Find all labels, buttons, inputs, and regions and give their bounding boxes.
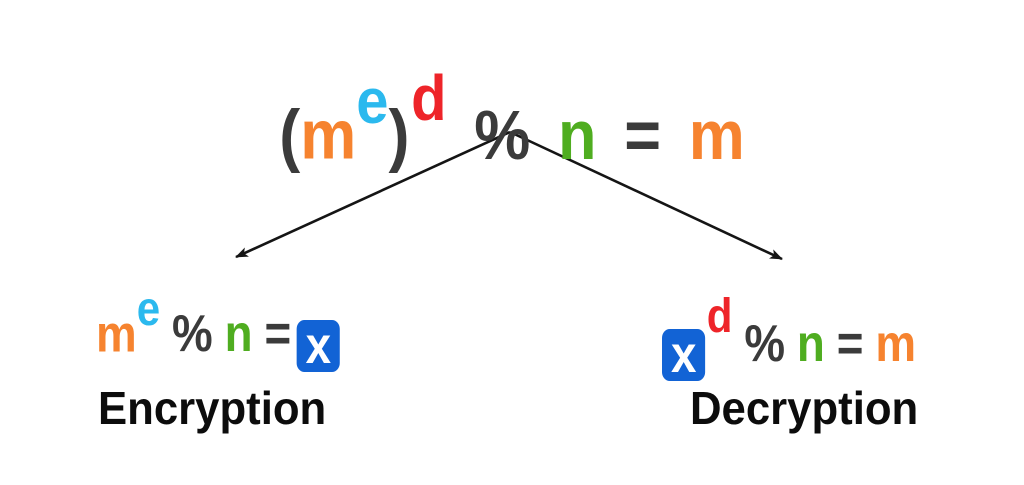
modulo-operator: % bbox=[474, 95, 531, 174]
close-paren: ) bbox=[388, 95, 410, 174]
open-paren: ( bbox=[279, 95, 301, 174]
top-formula: (me)d%n=m bbox=[279, 66, 745, 170]
modulo-operator: % bbox=[172, 305, 213, 364]
modulus-n: n bbox=[796, 314, 825, 373]
message-m: m bbox=[688, 95, 745, 174]
equals-sign: = bbox=[624, 95, 662, 174]
encryption-label: Encryption bbox=[98, 382, 327, 434]
ciphertext-x-box: x bbox=[296, 319, 341, 372]
encryption-formula: me%n=x bbox=[96, 283, 341, 372]
public-exponent-e: e bbox=[136, 283, 161, 336]
equals-sign: = bbox=[836, 314, 864, 373]
right-arrow bbox=[509, 130, 783, 261]
private-exponent-d: d bbox=[411, 62, 447, 134]
message-m: m bbox=[875, 314, 917, 373]
private-exponent-d: d bbox=[706, 290, 733, 343]
decryption-formula: xd%n=m bbox=[662, 290, 917, 382]
modulo-operator: % bbox=[744, 314, 786, 373]
equals-sign: = bbox=[264, 305, 292, 364]
left-arrow bbox=[235, 130, 511, 259]
modulus-n: n bbox=[224, 305, 253, 364]
message-m: m bbox=[96, 305, 137, 364]
message-m: m bbox=[300, 95, 357, 174]
modulus-n: n bbox=[558, 95, 597, 174]
public-exponent-e: e bbox=[356, 65, 389, 138]
ciphertext-x-box: x bbox=[662, 329, 706, 382]
decryption-label: Decryption bbox=[690, 382, 919, 434]
